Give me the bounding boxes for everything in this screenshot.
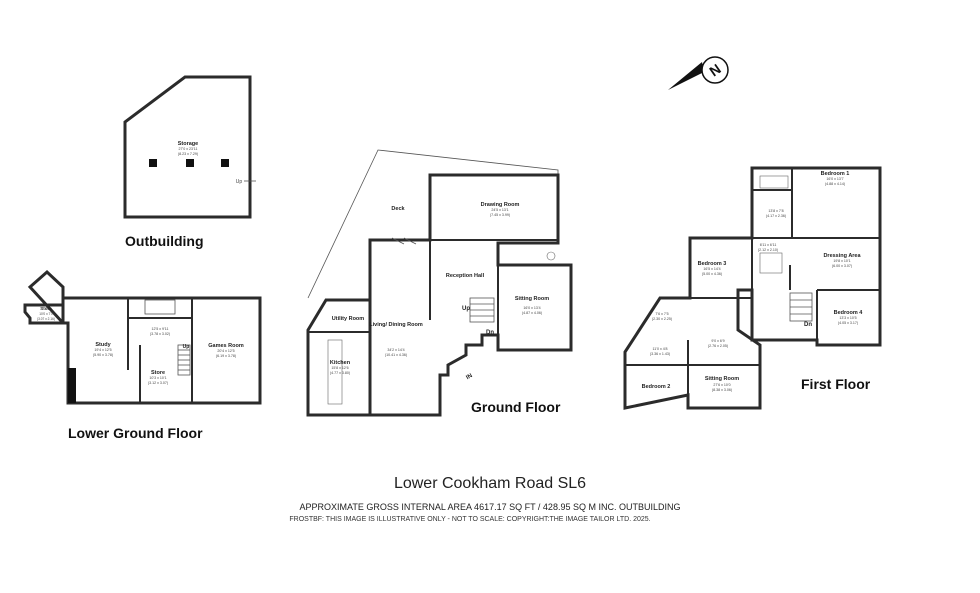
- ground-in-label: IN: [465, 373, 473, 381]
- shower-dims-m: (3.36 x 1.43): [650, 352, 670, 356]
- store-small-dims: 10'0 x 7'1: [39, 312, 53, 316]
- store-small-dims-m: (3.07 x 2.16): [37, 317, 55, 321]
- copyright-text: FROSTBF: THIS IMAGE IS ILLUSTRATIVE ONLY…: [289, 516, 650, 523]
- lower-ground-label: Lower Ground Floor: [68, 425, 203, 441]
- storage-dims-m: (8.23 x 7.29): [178, 152, 198, 156]
- dressing-dims-m: (6.00 x 3.07): [832, 264, 852, 268]
- lg-store-dims: 10'3 x 10'1: [149, 376, 166, 380]
- dressing-name: Dressing Area: [823, 253, 861, 259]
- reception-name-text: Reception Hall: [446, 273, 485, 279]
- lower-ground-plan: Store 10'0 x 7'1 (3.07 x 2.16) Study 19'…: [23, 269, 262, 441]
- sitting-room-name: Sitting Room: [515, 296, 549, 302]
- ground-dn-label: Dn: [486, 330, 494, 336]
- ensuite1-dims-m: (4.17 x 2.36): [766, 214, 786, 218]
- bed1-dims: 16'0 x 13'7: [826, 177, 843, 181]
- ground-floor-label: Ground Floor: [471, 399, 561, 415]
- lg-middle-dims: 12'5 x 9'11: [152, 327, 169, 331]
- ff-bath-tub: [759, 175, 789, 189]
- drawing-room-dims-m: (7.45 x 3.99): [490, 213, 510, 217]
- bed3-dims: 16'5 x 14'4: [703, 267, 720, 271]
- storage-column: [221, 159, 229, 167]
- ff-stairs: [789, 292, 813, 322]
- storage-column: [149, 159, 157, 167]
- lg-cupboard: [144, 299, 176, 315]
- ff-sitting-dims-m: (8.38 x 3.06): [712, 388, 732, 392]
- outbuilding-wall: [123, 75, 252, 219]
- games-dims: 20'4 x 12'5: [217, 349, 234, 353]
- outbuilding-plan: Storage 27'0 x 23'11 (8.23 x 7.29) Up Ou…: [123, 75, 256, 249]
- lg-store-dims-m: (3.12 x 3.07): [148, 381, 168, 385]
- first-floor-label: First Floor: [801, 376, 871, 392]
- lg-middle-dims-m: (3.78 x 3.02): [150, 332, 170, 336]
- living-dims: 34'2 x 14'4: [387, 348, 404, 352]
- deck-name: Deck: [391, 206, 405, 212]
- study-dims: 19'4 x 12'5: [94, 348, 111, 352]
- storage-dims: 27'0 x 23'11: [179, 147, 198, 151]
- bifold-door: [391, 237, 405, 245]
- bath3-dims: 9'0 x 6'9: [711, 339, 724, 343]
- store-small-wall: [23, 269, 67, 325]
- games-name: Games Room: [208, 343, 244, 349]
- utility-name: Utility Room: [332, 316, 364, 322]
- games-dims-m: (6.19 x 3.78): [216, 354, 236, 358]
- drawing-room-dims: 24'5 x 13'1: [491, 208, 508, 212]
- ff-shower: [759, 252, 783, 274]
- bed2-name: Bedroom 2: [642, 384, 671, 390]
- bath2-dims: 7'6 x 7'5: [655, 312, 668, 316]
- lower-ground-chimney: [68, 368, 76, 403]
- ff-sitting-dims: 27'6 x 10'0: [713, 383, 730, 387]
- storage-up-label: Up: [236, 179, 243, 185]
- bed3-name: Bedroom 3: [698, 261, 727, 267]
- kitchen-name: Kitchen: [330, 360, 351, 366]
- ff-dn-label: Dn: [804, 322, 812, 328]
- ff-sitting-name: Sitting Room: [705, 376, 739, 382]
- bed1-name: Bedroom 1: [821, 171, 850, 177]
- outbuilding-label: Outbuilding: [125, 233, 204, 249]
- bath-small-dims: 6'11 x 6'11: [760, 243, 777, 247]
- store-small-name: Store: [40, 306, 52, 311]
- kitchen-wall: [306, 298, 372, 417]
- area-text: APPROXIMATE GROSS INTERNAL AREA 4617.17 …: [300, 502, 681, 512]
- kitchen-island: [327, 339, 343, 405]
- living-dims-m: (10.41 x 4.36): [385, 353, 407, 357]
- bath-small-dims-m: (2.12 x 2.10): [758, 248, 778, 252]
- compass-needle: [668, 62, 704, 90]
- ground-up-label: Up: [462, 306, 470, 312]
- lg-stairs: [177, 344, 191, 376]
- kitchen-dims: 15'8 x 12'6: [331, 366, 348, 370]
- storage-column: [186, 159, 194, 167]
- first-plan: Bedroom 1 16'0 x 13'7 (4.88 x 4.14) 13'8…: [623, 166, 882, 410]
- lg-store-name: Store: [151, 370, 165, 376]
- shower-dims: 11'0 x 4'8: [653, 347, 668, 351]
- kitchen-dims-m: (4.77 x 3.80): [330, 371, 350, 375]
- reception-name: Reception Hall: [446, 273, 485, 279]
- study-name: Study: [95, 342, 111, 348]
- ensuite1-dims: 13'8 x 7'8: [768, 209, 783, 213]
- bath3-dims-m: (2.76 x 2.05): [708, 344, 728, 348]
- sitting-room-dims-m: (4.87 x 4.06): [522, 311, 542, 315]
- ground-wc-icon: [546, 251, 556, 261]
- deck-outline: [307, 149, 559, 299]
- bath2-dims-m: (2.30 x 2.25): [652, 317, 672, 321]
- bed4-name: Bedroom 4: [834, 310, 864, 316]
- bed1-dims-m: (4.88 x 4.14): [825, 182, 845, 186]
- bed4-dims: 13'3 x 10'5: [839, 316, 856, 320]
- drawing-room-name: Drawing Room: [481, 202, 520, 208]
- sitting-room-dims: 16'0 x 13'4: [523, 306, 540, 310]
- address-title: Lower Cookham Road SL6: [394, 475, 586, 492]
- bifold-door: [403, 237, 417, 245]
- study-dims-m: (5.90 x 3.78): [93, 353, 113, 357]
- storage-name: Storage: [178, 141, 198, 147]
- ground-stairs: [469, 297, 495, 323]
- living-name: Living/ Dining Room: [369, 322, 423, 328]
- ground-plan: Deck Drawing Room 24'5 x 13'1 (7.45 x 3.…: [306, 149, 573, 417]
- compass-circle: [701, 56, 729, 84]
- lg-up-label: Up: [183, 344, 190, 350]
- bed4-dims-m: (4.05 x 3.17): [838, 321, 858, 325]
- bed3-dims-m: (5.00 x 4.36): [702, 272, 722, 276]
- dressing-dims: 19'8 x 10'1: [833, 259, 850, 263]
- compass-icon: N: [668, 56, 729, 90]
